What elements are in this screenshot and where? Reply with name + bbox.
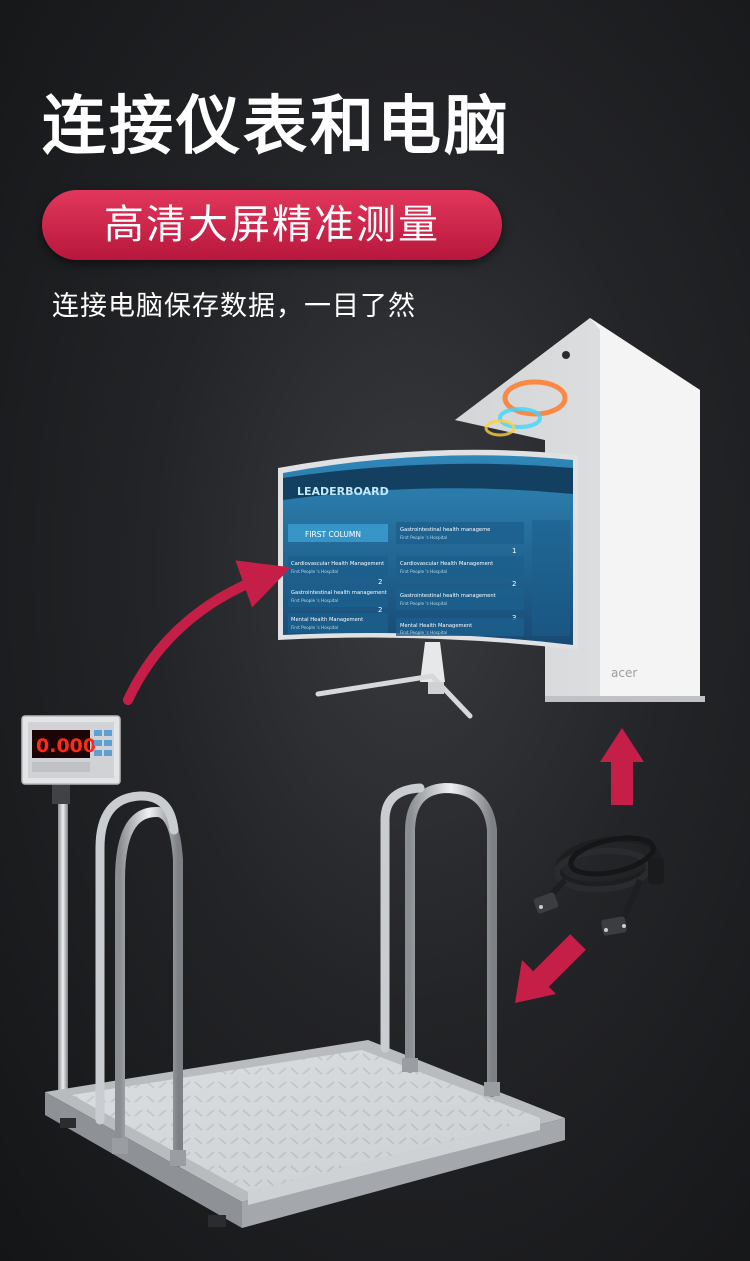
arrow-up-icon (600, 728, 644, 805)
description: 连接电脑保存数据，一目了然 (52, 291, 416, 322)
screen-right-row-title: Gastrointestinal health management (400, 593, 496, 599)
screen-right-row-sub: First People 's Hospital (400, 569, 447, 574)
screen-right-row-sub: First People 's Hospital (400, 630, 447, 635)
power-button-icon (562, 351, 570, 359)
headline: 连接仪表和电脑 (42, 90, 511, 164)
screen-right-row-sub: First People 's Hospital (400, 535, 447, 540)
screen-right-row-num: 1 (512, 547, 516, 555)
case-brand: acer (611, 666, 637, 680)
badge-pill: 高清大屏精准测量 (42, 190, 502, 260)
weighing-indicator: 0.000 (21, 715, 121, 1091)
arrow-down-left-icon (515, 934, 586, 1003)
indicator-pole (58, 786, 68, 1091)
screen-right-rows: Gastrointestinal health manageme First P… (396, 522, 524, 636)
screen-left-row-sub: First People 's Hospital (291, 569, 338, 574)
screen-header: LEADERBOARD (297, 485, 389, 498)
rgb-fan-glow (484, 379, 568, 437)
badge-text: 高清大屏精准测量 (104, 202, 440, 248)
screen-right-row-num: 2 (512, 580, 516, 588)
screen-right-row-title: Cardiovascular Health Management (400, 561, 493, 567)
indicator-display (32, 730, 90, 758)
screen-right-row-sub: First People 's Hospital (400, 601, 447, 606)
screen-left-row-num: 2 (378, 606, 382, 614)
screen-left-rows: Cardiovascular Health Management First P… (288, 556, 388, 633)
screen-right-row-title: Mental Health Management (400, 623, 472, 629)
screen-left-row-sub: First People 's Hospital (291, 598, 338, 603)
screen-left-row-title: Gastrointestinal health management (291, 590, 387, 596)
screen-left-row-num: 2 (378, 578, 382, 586)
screen-left-row-title: Mental Health Management (291, 617, 363, 623)
screen-left-row-title: Cardiovascular Health Management (291, 561, 384, 567)
left-handrail (95, 791, 186, 1167)
arrow-to-monitor-icon (123, 560, 291, 705)
right-handrail (380, 782, 500, 1097)
screen-column-title: FIRST COLUMN (305, 530, 361, 539)
serial-cable (533, 835, 664, 936)
indicator-reading: 0.000 (36, 735, 96, 757)
curved-monitor: LEADERBOARD FIRST COLUMN Cardiovascular … (278, 449, 578, 719)
screen-left-row-sub: First People 's Hospital (291, 625, 338, 630)
screen-right-row-title: Gastrointestinal health manageme (400, 527, 490, 533)
